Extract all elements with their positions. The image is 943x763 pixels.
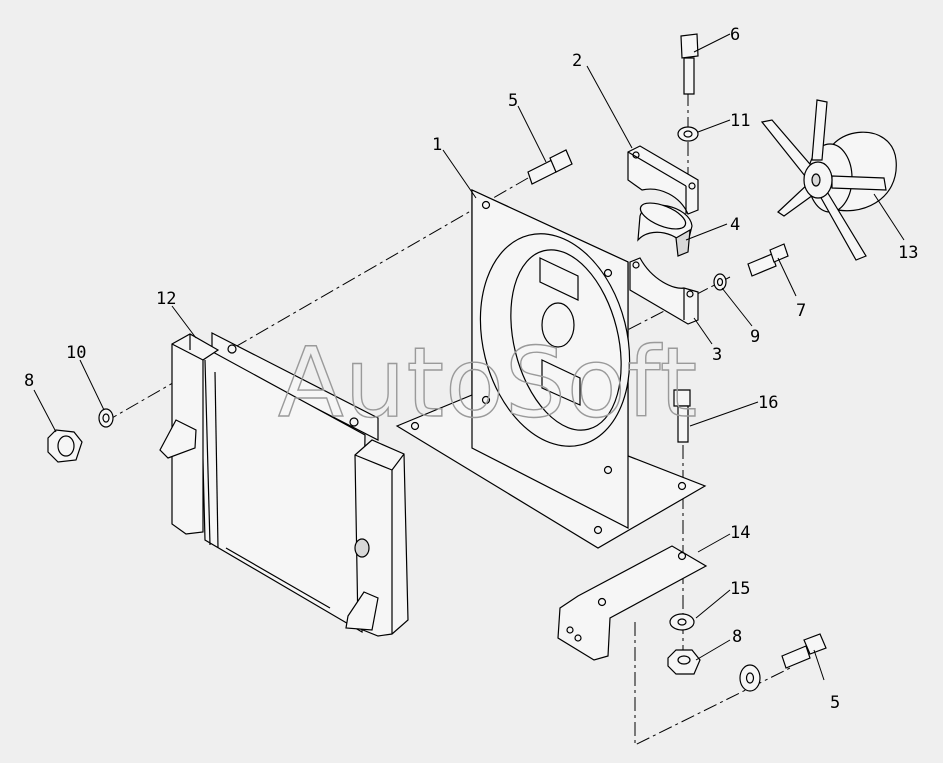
fan-shroud-plate <box>395 189 707 549</box>
callout-6: 6 <box>730 25 740 45</box>
callout-1: 1 <box>432 135 442 155</box>
clamp-upper <box>627 145 699 215</box>
callout-16: 16 <box>758 393 778 413</box>
nut-8-lower <box>667 649 701 675</box>
bushing <box>637 202 693 257</box>
callout-11: 11 <box>730 111 750 131</box>
leader-lines <box>33 33 905 681</box>
bracket-14 <box>557 545 708 661</box>
radiator <box>159 332 409 637</box>
callout-labels: 1 2 3 4 5 5 6 7 8 8 9 10 11 12 13 14 15 … <box>24 25 918 713</box>
clamp-lower <box>629 257 699 325</box>
bolt-5-lower <box>781 633 827 669</box>
washer-11 <box>677 126 699 142</box>
callout-10: 10 <box>66 343 86 363</box>
callout-2: 2 <box>572 51 582 71</box>
callout-13: 13 <box>898 243 918 263</box>
callout-7: 7 <box>796 301 806 321</box>
bolt-6 <box>680 33 699 95</box>
callout-3: 3 <box>712 345 722 365</box>
bolt-16 <box>673 389 691 443</box>
bolt-5-upper <box>527 149 573 185</box>
washer-lower <box>739 664 761 692</box>
watermark-text: AutoSoft <box>278 327 698 439</box>
fan-assembly <box>760 99 897 261</box>
callout-15: 15 <box>730 579 750 599</box>
bolt-7 <box>747 243 789 277</box>
callout-5-lower: 5 <box>830 693 840 713</box>
washer-15 <box>669 613 695 631</box>
nut-8-left <box>47 429 83 463</box>
callout-5-upper: 5 <box>508 91 518 111</box>
callout-14: 14 <box>730 523 750 543</box>
callout-8-left: 8 <box>24 371 34 391</box>
callout-4: 4 <box>730 215 740 235</box>
washer-9 <box>713 273 727 291</box>
callout-8-lower: 8 <box>732 627 742 647</box>
washer-10 <box>98 408 114 428</box>
callout-9: 9 <box>750 327 760 347</box>
callout-12: 12 <box>156 289 176 309</box>
